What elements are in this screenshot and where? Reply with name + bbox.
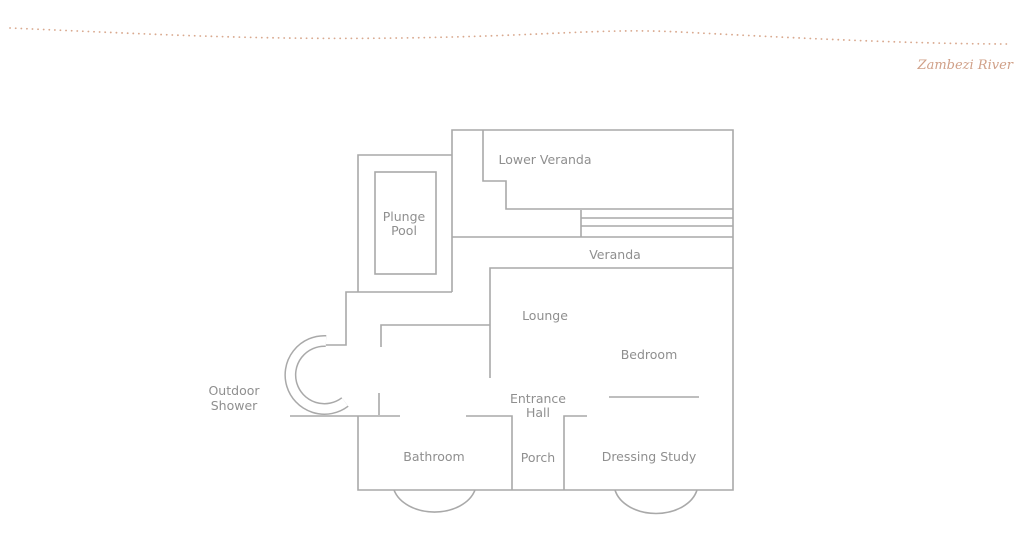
bathroom-door-arc [393, 489, 476, 513]
room-label-lower-veranda: Lower Veranda [498, 152, 591, 167]
room-label-entrance-hall: Entrance [510, 391, 566, 406]
room-label-porch: Porch [521, 450, 555, 465]
river-line [9, 27, 1011, 45]
room-label-dressing-study: Dressing Study [602, 449, 697, 464]
room-label-outdoor-shower: Outdoor [208, 383, 260, 398]
room-label-lounge: Lounge [522, 308, 568, 323]
river-label: Zambezi River [917, 58, 1014, 73]
outdoor-shower-wall [284, 334, 349, 415]
room-label-bathroom: Bathroom [403, 449, 464, 464]
room-label-veranda: Veranda [589, 247, 641, 262]
dressing-door-arc [614, 489, 698, 515]
room-label-plunge-pool: Plunge [383, 209, 426, 224]
room-label-outdoor-shower-2: Shower [211, 398, 258, 413]
walls [290, 129, 734, 491]
room-label-entrance-hall-2: Hall [526, 405, 550, 420]
room-label-bedroom: Bedroom [621, 347, 678, 362]
room-label-plunge-pool-2: Pool [391, 223, 417, 238]
